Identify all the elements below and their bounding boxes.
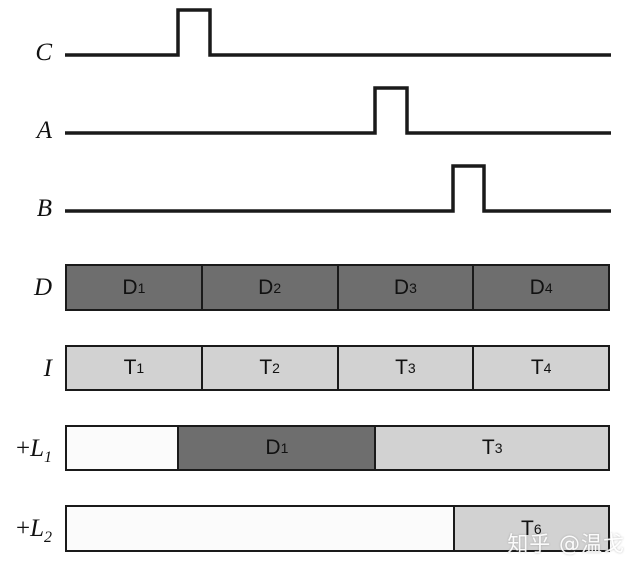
bar-segment-subscript: 3 (494, 440, 503, 456)
bar-segment-subscript: 3 (409, 279, 417, 296)
signal-waveform-c (65, 0, 611, 78)
bar-segment-label: T (481, 436, 495, 459)
bar-segment-subscript: 6 (533, 520, 542, 537)
signal-label-b-text: B (36, 195, 52, 222)
bar-segment-label: T (123, 356, 137, 379)
plus-sign: + (15, 515, 31, 542)
signal-a-trace (65, 86, 611, 135)
signal-a-svg (65, 86, 611, 135)
bar-segment-label: T (395, 356, 408, 379)
bar-segment-label: T (530, 356, 544, 379)
bar-segment[interactable] (67, 507, 455, 550)
bar-segment-subscript: 1 (137, 279, 146, 296)
signal-label-a-text: A (36, 117, 52, 144)
bar-label-l2-text: L (30, 515, 44, 542)
signal-waveform-a (65, 78, 611, 156)
bar-segment-subscript: 2 (272, 360, 280, 376)
bar-label-l1-text: L (30, 435, 44, 462)
signal-b-svg (65, 164, 611, 213)
bar-label-l1: +L1 (0, 436, 52, 466)
bar-segment-label: D (122, 275, 138, 299)
signal-c-svg (65, 8, 611, 57)
signal-c-trace (65, 8, 611, 57)
bar-label-l1-subscript: 1 (44, 449, 52, 466)
signal-label-b: B (10, 196, 52, 221)
bar-segment-label: D (258, 275, 274, 299)
bar-segment-label: T (259, 356, 273, 379)
bar-label-l2-subscript: 2 (44, 529, 52, 546)
bar-segment-subscript: 3 (407, 360, 416, 376)
signal-label-a: A (10, 118, 52, 143)
bar-segment[interactable] (67, 427, 180, 469)
plus-sign: + (15, 435, 31, 462)
bar-segment-label: D (529, 275, 545, 299)
signal-label-c-text: C (35, 39, 52, 66)
bar-label-i: I (10, 356, 52, 381)
bar-segment-subscript: 4 (544, 279, 553, 296)
bar-segment-label: D (393, 275, 410, 299)
bar-segment-subscript: 2 (273, 279, 282, 296)
bar-segment-label: D (265, 436, 281, 459)
signal-waveform-b (65, 156, 611, 234)
bar-label-i-text: I (43, 355, 52, 382)
bar-label-d-text: D (33, 274, 52, 301)
bar-segment-label: T (521, 516, 534, 540)
bar-segment-subscript: 1 (280, 440, 289, 456)
bar-label-l2: +L2 (0, 516, 52, 546)
bar-label-d: D (10, 275, 52, 300)
signal-label-c: C (10, 40, 52, 65)
bar-segment-subscript: 1 (136, 360, 145, 376)
signal-b-trace (65, 164, 611, 213)
bar-segment-subscript: 4 (543, 360, 552, 376)
